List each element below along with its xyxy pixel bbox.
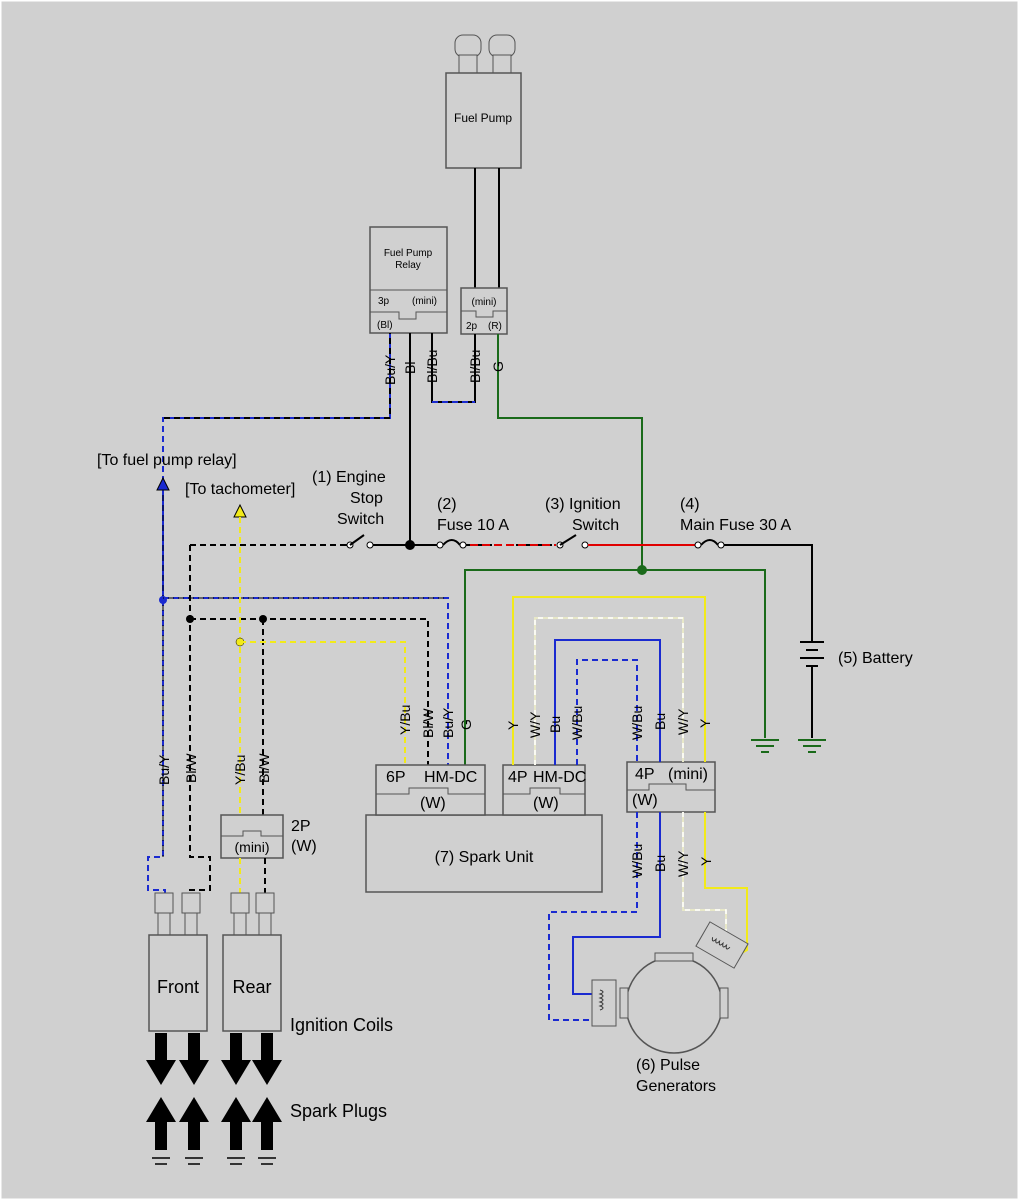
pulse-gen-label-2: Generators xyxy=(636,1078,716,1095)
engine-stop-label-3: Switch xyxy=(337,511,384,528)
coil-terminals xyxy=(154,892,275,936)
wire-pg-bu: Bu xyxy=(652,713,668,730)
connector-6p: 6P HM-DC (W) xyxy=(375,764,486,816)
ignition-coil-front: Front xyxy=(148,934,208,1032)
wire-pg-y: Y xyxy=(697,718,713,728)
spark-unit-label: (7) Spark Unit xyxy=(435,849,534,866)
battery-label: (5) Battery xyxy=(838,650,913,667)
wire-pg2-wy: W/Y xyxy=(675,850,691,877)
battery-symbol xyxy=(800,641,824,667)
to-tachometer-label: [To tachometer] xyxy=(185,481,295,498)
wire-su-buy: Bu/Y xyxy=(440,707,456,738)
wire-coil-buy: Bu/Y xyxy=(156,754,172,785)
wire-pg2-y: Y xyxy=(698,856,714,866)
to-fuel-pump-relay-label: [To fuel pump relay] xyxy=(97,452,237,469)
fuse10-label-2: Fuse 10 A xyxy=(437,517,509,534)
ign-switch-label-1: (3) Ignition xyxy=(545,496,621,513)
coil-rear-label: Rear xyxy=(232,977,271,997)
wire-coil-ybu: Y/Bu xyxy=(232,755,248,785)
c4p-w-label: (W) xyxy=(533,795,559,812)
wire-pump-blbu: Bl/Bu xyxy=(467,350,483,383)
wire-pg2-bu: Bu xyxy=(652,855,668,872)
coil-output-arrows xyxy=(146,1033,282,1085)
wire-relay-buy: Bu/Y xyxy=(382,354,398,385)
ground-symbol-spark-unit xyxy=(751,739,779,753)
wire-relay-bl: Bl xyxy=(402,362,418,374)
engine-stop-label-1: (1) Engine xyxy=(312,469,386,486)
ign-switch-label-2: Switch xyxy=(572,517,619,534)
wire-pg-wbu: W/Bu xyxy=(629,706,645,740)
ground-symbol-battery xyxy=(798,739,826,753)
wire-su-ybu: Y/Bu xyxy=(397,705,413,735)
pulse-generator-rotor xyxy=(619,952,729,1054)
pulse-generator-coil-2 xyxy=(695,921,749,969)
fuel-pump: Fuel Pump xyxy=(445,34,522,169)
fuel-pump-relay: Fuel Pump Relay 3p (mini) (Bl) xyxy=(369,226,448,334)
pulse-gen-label-1: (6) Pulse xyxy=(636,1057,700,1074)
spark-plugs-label: Spark Plugs xyxy=(290,1101,387,1121)
wire-su-wbu: W/Bu xyxy=(569,706,585,740)
wire-su-g: G xyxy=(458,719,474,730)
relay-label-line2: Relay xyxy=(395,260,421,271)
wire-coil-blw: Bl/W xyxy=(183,753,199,783)
pump-conn-2p: 2p xyxy=(466,321,478,332)
relay-3p: 3p xyxy=(378,296,390,307)
c6p-w-label: (W) xyxy=(420,795,446,812)
pulse-generator-coil-1 xyxy=(591,979,617,1027)
engine-stop-label-2: Stop xyxy=(350,490,383,507)
ignition-coil-rear: Rear xyxy=(222,934,282,1032)
c6p-label: 6P xyxy=(386,769,406,786)
wire-coil-blw2: Bl/W xyxy=(256,753,272,783)
relay-mini: (mini) xyxy=(412,296,437,307)
wire-pg-wy: W/Y xyxy=(675,708,691,735)
connector-4p-mini: 4P (mini) (W) xyxy=(626,761,716,813)
c4p2-label: 4P xyxy=(635,766,655,783)
wire-pg2-wbu: W/Bu xyxy=(629,844,645,878)
c4p-label: 4P xyxy=(508,769,528,786)
spark-unit: (7) Spark Unit xyxy=(365,814,603,893)
c4p2-mini-label: (mini) xyxy=(668,766,708,783)
main-fuse-label-2: Main Fuse 30 A xyxy=(680,517,792,534)
wire-su-blw: Bl/W xyxy=(420,708,436,738)
relay-label-line1: Fuel Pump xyxy=(384,248,433,259)
c6p-hm-label: HM-DC xyxy=(424,769,477,786)
pump-conn-mini: (mini) xyxy=(472,297,497,308)
conn-2p-label: 2P xyxy=(291,818,311,835)
relay-bl: (Bl) xyxy=(377,320,393,331)
wire-su-y: Y xyxy=(505,720,521,730)
ignition-coils-label: Ignition Coils xyxy=(290,1015,393,1035)
wire-su-bu: Bu xyxy=(547,716,563,733)
wire-pump-g: G xyxy=(490,361,506,372)
conn-2p-w-label: (W) xyxy=(291,838,317,855)
coil-front-label: Front xyxy=(157,977,199,997)
main-fuse-label-1: (4) xyxy=(680,496,700,513)
connector-2p-mini: (mini) 2P (W) xyxy=(220,814,317,859)
spark-plug-arrows xyxy=(146,1097,282,1150)
pump-conn-r: (R) xyxy=(488,321,502,332)
wire-su-wy: W/Y xyxy=(527,711,543,738)
spark-plug-grounds xyxy=(152,1157,276,1165)
c4p2-w-label: (W) xyxy=(632,792,658,809)
fuel-pump-label: Fuel Pump xyxy=(454,111,512,125)
wire-relay-blbu: Bl/Bu xyxy=(424,350,440,383)
c4p-hm-label: HM-DC xyxy=(533,769,586,786)
conn-2p-mini-label: (mini) xyxy=(235,839,270,855)
fuse10-label-1: (2) xyxy=(437,496,457,513)
connector-4p-hmdc: 4P HM-DC (W) xyxy=(502,764,586,816)
pump-connector: (mini) 2p (R) xyxy=(460,287,508,335)
